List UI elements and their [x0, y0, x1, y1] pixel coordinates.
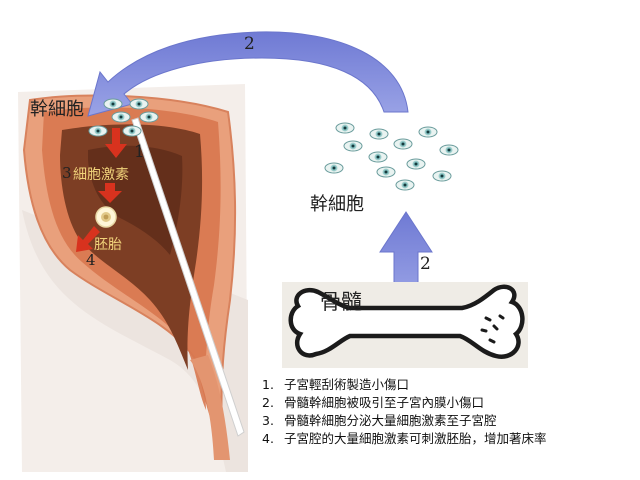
step-marker-hormones: 3: [62, 164, 72, 182]
step-marker-bone-arrow: 2: [420, 254, 431, 274]
red-arrows: [76, 128, 127, 252]
stem-cells-uterus-label: 幹細胞: [30, 99, 84, 120]
curved-arrow-to-uterus: [87, 31, 409, 117]
step-item-4: 4.子宮腔的大量細胞激素可刺激胚胎，增加著床率: [262, 431, 547, 446]
step-marker-embryo: 4: [86, 251, 96, 269]
curette-rod: [131, 117, 245, 437]
red-arrow-1: [105, 128, 127, 158]
red-arrow-2: [98, 183, 122, 203]
embryo-icon: [95, 206, 117, 228]
steps-list: 1.子宮輕刮術製造小傷口 2.骨髓幹細胞被吸引至子宮內膜小傷口 3.骨髓幹細胞分…: [262, 376, 632, 448]
embryo-label: 胚胎: [94, 237, 122, 253]
step-item-1: 1.子宮輕刮術製造小傷口: [262, 377, 410, 392]
red-arrow-3: [76, 226, 100, 252]
step-marker-scratch: 1: [134, 142, 145, 162]
uterus-illustration: [18, 84, 248, 472]
stem-cells-free-label: 幹細胞: [310, 194, 364, 215]
step-marker-top-arrow: 2: [244, 34, 255, 54]
step-item-3: 3.骨髓幹細胞分泌大量細胞激素至子宮腔: [262, 413, 497, 428]
hormones-label: 細胞激素: [73, 167, 129, 183]
step-item-2: 2.骨髓幹細胞被吸引至子宮內膜小傷口: [262, 395, 485, 410]
bone-marrow-label: 骨髓: [320, 290, 362, 314]
bone-panel: [282, 282, 528, 368]
free-stem-cells: [324, 122, 459, 191]
